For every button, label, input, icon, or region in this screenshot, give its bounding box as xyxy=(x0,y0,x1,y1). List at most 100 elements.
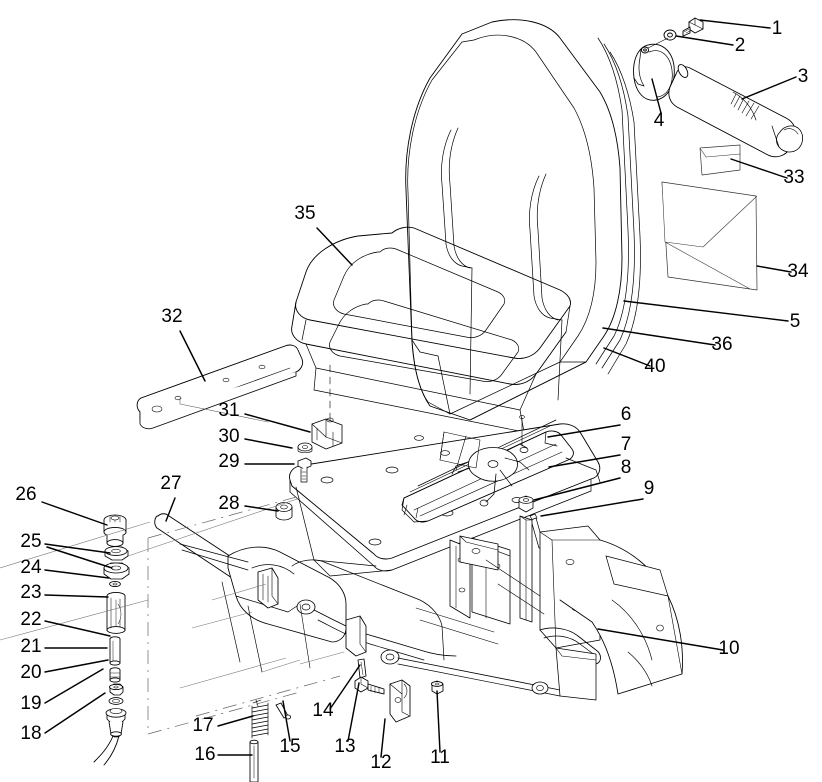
part-26 xyxy=(103,514,127,547)
callout-number-5: 5 xyxy=(790,311,801,332)
seat-back-seam-right-down xyxy=(557,319,563,401)
callout-number-9: 9 xyxy=(644,478,655,499)
seat-cushion-top xyxy=(295,226,571,359)
leader-line-22 xyxy=(44,620,111,637)
callout-number-30: 30 xyxy=(218,426,239,447)
callout-number-16: 16 xyxy=(194,744,215,765)
part-25-lower xyxy=(103,562,130,580)
callout-labels: 1234567891011121314151617181920212223242… xyxy=(15,18,809,773)
leader-line-15 xyxy=(282,700,291,742)
callout-number-28: 28 xyxy=(218,493,239,514)
callout-number-15: 15 xyxy=(279,736,300,757)
leader-line-1 xyxy=(699,19,771,29)
leader-line-9 xyxy=(540,498,644,517)
seat-back-bottom xyxy=(469,361,587,421)
seat-pan-assembly xyxy=(275,363,601,577)
leader-line-35 xyxy=(316,227,353,266)
callout-number-20: 20 xyxy=(20,662,41,683)
seat-back-outer xyxy=(405,19,623,421)
callout-number-7: 7 xyxy=(621,434,632,455)
leader-line-36 xyxy=(602,327,716,346)
clamp-and-tube-group xyxy=(633,17,804,158)
leader-line-24 xyxy=(44,569,110,579)
part-23 xyxy=(106,591,126,634)
seat-back-edge-3 xyxy=(607,51,641,375)
part-21 xyxy=(109,667,121,683)
seat-back-seam-left xyxy=(441,129,473,269)
callout-number-24: 24 xyxy=(20,557,42,578)
callout-number-8: 8 xyxy=(621,457,632,478)
nut-part-11 xyxy=(430,680,444,695)
leader-line-23 xyxy=(44,594,109,598)
leader-line-32 xyxy=(179,330,206,382)
callout-number-2: 2 xyxy=(735,35,746,56)
seat-back-seam-right-2 xyxy=(536,173,559,321)
seat-back-seam-right xyxy=(529,175,563,321)
leader-line-11 xyxy=(436,690,441,753)
rail-part-32 xyxy=(136,344,304,430)
tube-part-3 xyxy=(668,64,804,158)
callout-number-3: 3 xyxy=(798,66,809,87)
leader-line-28 xyxy=(244,505,279,512)
callout-number-23: 23 xyxy=(20,582,41,603)
callout-number-27: 27 xyxy=(160,473,181,494)
leader-line-18 xyxy=(44,692,106,734)
clamp-part-4 xyxy=(633,37,675,101)
seat-back-lip xyxy=(411,339,439,357)
leader-line-30 xyxy=(244,438,293,449)
decal-group xyxy=(661,144,758,291)
nut-part-8 xyxy=(518,495,534,513)
callout-number-12: 12 xyxy=(370,752,391,773)
leader-line-2 xyxy=(675,35,734,46)
pin-part-14 xyxy=(357,658,367,679)
leader-line-3 xyxy=(741,76,797,100)
part-20 xyxy=(109,683,124,696)
callout-number-18: 18 xyxy=(20,723,41,744)
seat-back-front xyxy=(407,34,597,415)
leader-line-5 xyxy=(623,300,789,322)
seat-back-edge-1 xyxy=(595,37,629,365)
leader-line-27 xyxy=(165,497,176,522)
leader-line-25b xyxy=(46,546,113,569)
bracket-part-31 xyxy=(311,363,343,450)
decal-part-34 xyxy=(661,181,758,291)
leader-line-4 xyxy=(651,78,662,114)
seat-cushion-panel-1 xyxy=(333,247,506,338)
callout-number-21: 21 xyxy=(20,636,41,657)
pin-part-16 xyxy=(249,739,259,782)
bracket-part-12 xyxy=(389,679,411,723)
assembly-guide-lines xyxy=(147,495,341,735)
seat-pan-skirt-2 xyxy=(313,559,393,577)
callout-number-35: 35 xyxy=(294,203,315,224)
seat-back-to-cushion xyxy=(437,355,451,415)
leader-line-20 xyxy=(44,659,109,673)
callout-number-11: 11 xyxy=(430,747,450,768)
leader-line-14 xyxy=(329,664,361,710)
leader-line-8 xyxy=(533,477,621,501)
seat-back-seam-left-down xyxy=(469,267,473,395)
leader-line-10 xyxy=(597,628,724,651)
leader-line-26 xyxy=(41,501,108,526)
leader-line-19 xyxy=(44,668,104,704)
guide-diagonal-mid xyxy=(195,675,341,717)
part-18 xyxy=(93,708,127,766)
callout-leaders xyxy=(41,19,797,758)
leader-line-13 xyxy=(347,682,360,742)
bushing-part-28 xyxy=(275,502,293,521)
seat-adjust-mechanism xyxy=(451,415,530,507)
part-22 xyxy=(109,636,121,666)
bolt-part-1 xyxy=(682,17,704,37)
callout-number-25: 25 xyxy=(20,531,41,552)
callout-number-31: 31 xyxy=(218,400,239,421)
callout-number-4: 4 xyxy=(654,110,665,131)
seat-cushion-right-edge xyxy=(565,305,571,333)
callout-number-1: 1 xyxy=(772,18,783,39)
callout-number-6: 6 xyxy=(621,404,632,425)
leader-line-6 xyxy=(547,424,621,438)
nut-part-2 xyxy=(663,29,677,41)
washer-part-30 xyxy=(297,442,313,453)
parts-stack-18-26 xyxy=(93,514,130,766)
part-19 xyxy=(108,697,124,705)
leader-line-40 xyxy=(603,347,651,367)
